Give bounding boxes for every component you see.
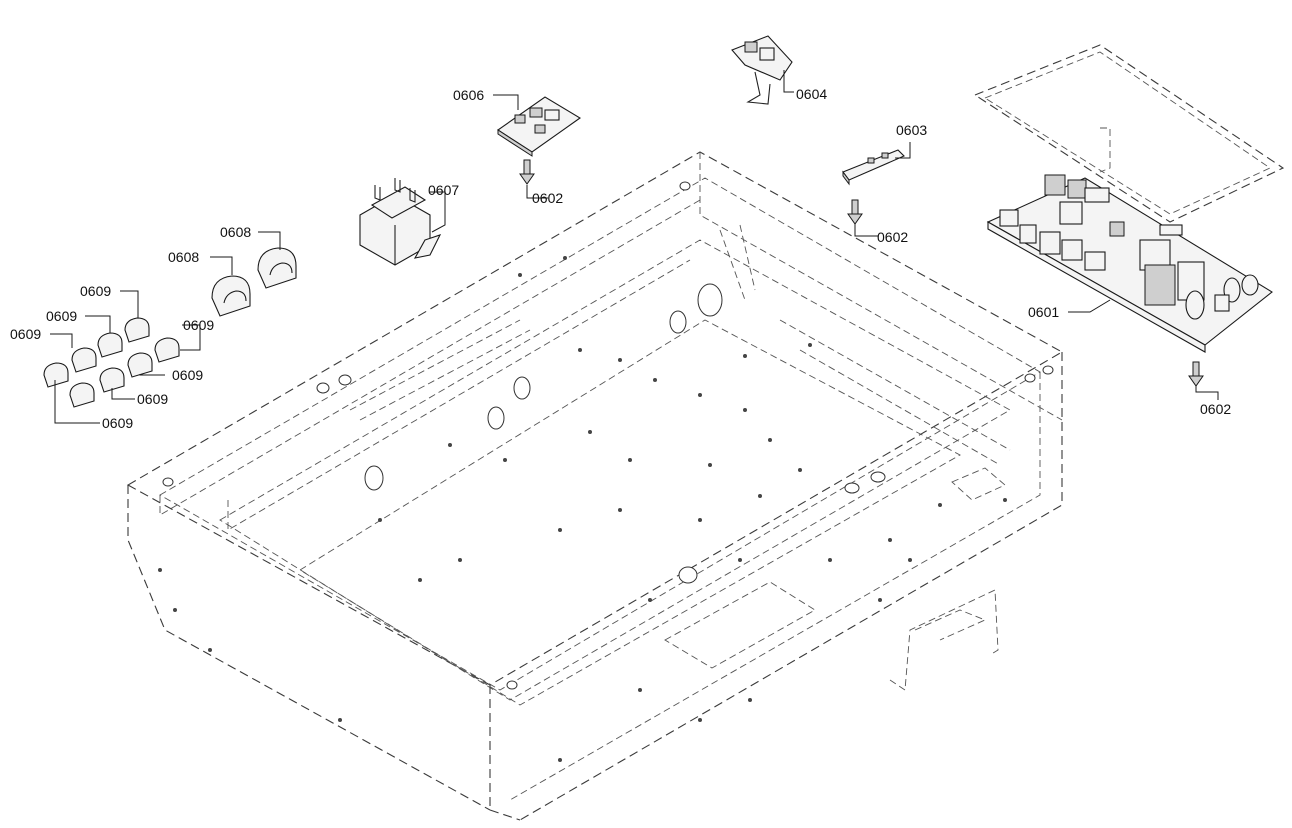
callout-0609-5: 0609 [172,367,203,383]
callout-0609-3: 0609 [10,326,41,342]
callout-0607: 0607 [428,182,459,198]
small-clips [43,317,180,408]
callout-0609-7: 0609 [102,415,133,431]
rivet-dots [158,256,1007,762]
callout-0609-1: 0609 [80,283,111,299]
main-board [986,174,1273,353]
transformer-part [359,178,442,266]
bracket-board [731,35,793,105]
callout-0602-small: 0602 [877,229,908,245]
callout-0602-control: 0602 [532,190,563,206]
callout-labels: 0606 0602 0604 0603 0602 0601 0602 0607 … [10,86,1231,431]
callout-0602-main: 0602 [1200,401,1231,417]
callout-0609-4: 0609 [183,317,214,333]
small-board [842,149,905,186]
cover-panel [973,44,1285,223]
callout-0609-2: 0609 [46,308,77,324]
callout-0606: 0606 [453,87,484,103]
callout-0609-6: 0609 [137,391,168,407]
callout-0601: 0601 [1028,304,1059,320]
screw-parts [519,159,1204,387]
large-clips [211,247,297,317]
callout-0604: 0604 [796,86,827,102]
housing-frame [126,151,1064,821]
leader-lines [50,70,1219,424]
control-board [497,96,582,157]
callout-0603: 0603 [896,122,927,138]
callout-0608-bottom: 0608 [168,249,199,265]
callout-0608-top: 0608 [220,224,251,240]
